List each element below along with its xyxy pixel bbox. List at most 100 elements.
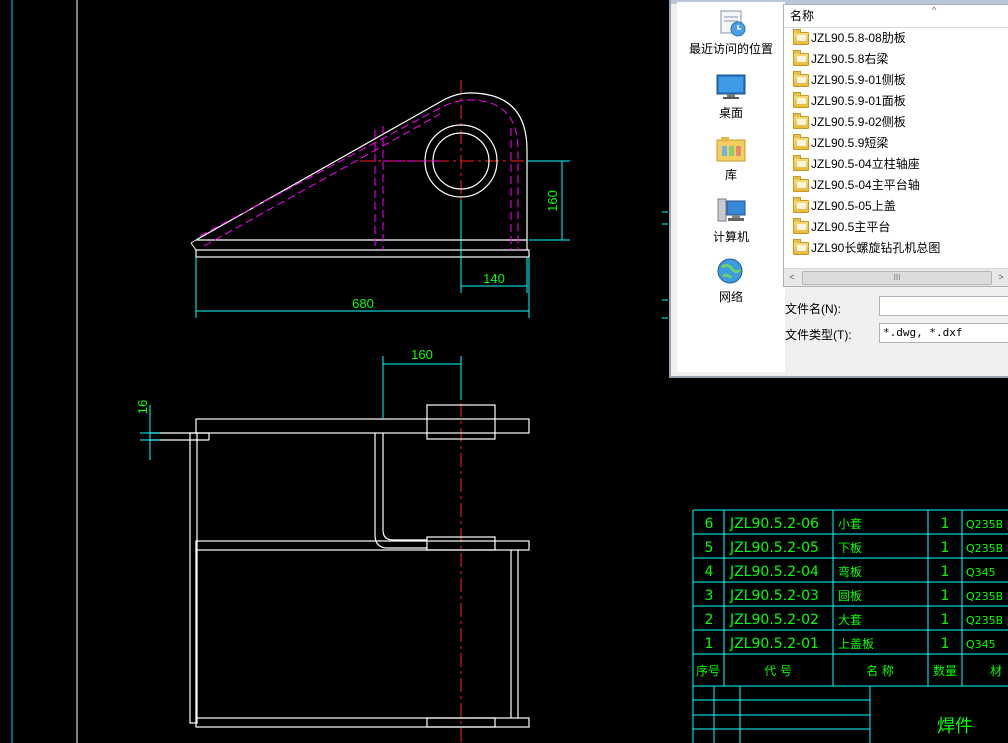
dimension-680: 680 [352, 296, 374, 311]
file-list-item[interactable]: JZL90.5.9短梁 [784, 133, 1008, 154]
file-list-item[interactable]: JZL90.5-04主平台轴 [784, 175, 1008, 196]
place-computer[interactable]: 计算机 [677, 196, 785, 245]
folder-icon [793, 134, 809, 151]
place-label: 库 [724, 168, 737, 182]
dimension-140: 140 [483, 271, 505, 286]
bom-cell-no: 6 [705, 516, 714, 532]
file-name: JZL90.5.9-01面板 [811, 94, 906, 108]
computer-icon [717, 198, 746, 222]
file-list-item[interactable]: JZL90.5.8右梁 [784, 49, 1008, 70]
bom-table [692, 509, 1008, 743]
horizontal-scrollbar[interactable]: < III > [784, 268, 1008, 286]
bom-cell-material: Q345 [966, 566, 996, 579]
recent-places-icon [720, 10, 746, 37]
folder-icon [793, 92, 809, 109]
file-list-item[interactable]: JZL90.5.8-08肋板 [784, 28, 1008, 49]
desktop-icon [716, 74, 746, 99]
file-list-item[interactable]: JZL90.5-05上盖 [784, 196, 1008, 217]
filetype-select[interactable]: *.dwg, *.dxf [879, 323, 1008, 343]
bom-cell-code: JZL90.5.2-03 [729, 588, 819, 604]
bom-cell-no: 1 [705, 636, 714, 652]
bom-cell-no: 5 [705, 540, 714, 556]
folder-icon [793, 71, 809, 88]
sort-ascending-icon: ^ [932, 5, 937, 15]
dimensions-side-view [195, 160, 570, 318]
file-name: JZL90.5-04主平台轴 [811, 178, 920, 192]
place-label: 桌面 [718, 106, 743, 120]
dimensions-front-view [140, 356, 462, 460]
bom-cell-qty: 1 [941, 612, 950, 628]
folder-icon [793, 218, 809, 235]
bom-cell-no: 4 [705, 564, 714, 580]
place-label: 最近访问的位置 [688, 42, 773, 56]
side-view [190, 80, 540, 258]
file-list-item[interactable]: JZL90长螺旋钻孔机总图 [784, 238, 1008, 259]
bom-cell-no: 3 [705, 588, 714, 604]
bom-cell-code: JZL90.5.2-04 [729, 564, 819, 580]
bom-cell-name: 圆板 [838, 589, 862, 603]
folder-icon [793, 50, 809, 67]
file-list-item[interactable]: JZL90.5主平台 [784, 217, 1008, 238]
file-name: JZL90.5.9-01侧板 [811, 73, 906, 87]
network-icon [717, 258, 743, 284]
bom-cell-code: JZL90.5.2-01 [729, 636, 819, 652]
folder-icon [793, 29, 809, 46]
folder-icon [793, 239, 809, 256]
folder-icon [793, 176, 809, 193]
places-bar: 最近访问的位置 桌面 库 计算机 [677, 2, 785, 372]
file-name: JZL90.5.8-08肋板 [811, 31, 906, 45]
bom-cell-qty: 1 [941, 636, 950, 652]
bom-cell-material: Q235B [966, 542, 1003, 555]
filename-input[interactable] [879, 296, 1008, 316]
file-name: JZL90.5主平台 [811, 220, 891, 234]
bom-cell-code: JZL90.5.2-05 [729, 540, 819, 556]
bom-cell-name: 大套 [838, 613, 862, 627]
name-column-header[interactable]: ^ 名称 [784, 5, 1008, 28]
file-rows: JZL90.5.8-08肋板 JZL90.5.8右梁 JZL90.5.9-01侧板 J… [784, 28, 1008, 259]
place-library[interactable]: 库 [677, 134, 785, 183]
bom-cell-name: 小套 [838, 517, 862, 531]
scroll-right-icon[interactable]: > [998, 272, 1004, 282]
title-block-name: 焊件 [937, 716, 973, 737]
folder-icon [793, 113, 809, 130]
dialog-frame [671, 0, 1008, 4]
partial-drawing-marks [662, 211, 668, 319]
file-name: JZL90.5-04立柱轴座 [811, 157, 920, 171]
folder-icon [793, 197, 809, 214]
file-list[interactable]: ^ 名称 JZL90.5.8-08肋板 JZL90.5.8右梁 JZL90.5.9-… [783, 4, 1008, 287]
bom-cell-qty: 1 [941, 540, 950, 556]
bom-cell-name: 弯板 [838, 564, 862, 579]
folder-icon [793, 155, 809, 172]
open-file-dialog: 最近访问的位置 桌面 库 计算机 [669, 0, 1008, 378]
filename-label: 文件名(N): [785, 302, 841, 316]
bom-cell-code: JZL90.5.2-06 [729, 516, 819, 532]
bom-cell-code: JZL90.5.2-02 [729, 612, 819, 628]
library-icon [716, 137, 746, 162]
bom-cell-material: Q235B 无缝 [966, 613, 1008, 627]
bom-header-material: 材 [990, 664, 1002, 678]
bom-cell-name: 上盖板 [838, 637, 874, 651]
column-header-label: 名称 [790, 9, 815, 23]
scroll-thumb[interactable]: III [802, 271, 992, 285]
file-name: JZL90长螺旋钻孔机总图 [811, 241, 941, 255]
bom-cell-qty: 1 [941, 564, 950, 580]
file-list-item[interactable]: JZL90.5-04立柱轴座 [784, 154, 1008, 175]
dimension-16: 16 [135, 400, 150, 414]
place-network[interactable]: 网络 [677, 256, 785, 305]
bom-header-code: 代 号 [764, 664, 792, 678]
place-desktop[interactable]: 桌面 [677, 72, 785, 121]
file-list-item[interactable]: JZL90.5.9-01面板 [784, 91, 1008, 112]
file-name: JZL90.5-05上盖 [811, 199, 896, 213]
filetype-label: 文件类型(T): [785, 328, 852, 342]
place-recent[interactable]: 最近访问的位置 [677, 8, 785, 57]
bom-cell-material: Q235B 无缝 [966, 517, 1008, 531]
scroll-left-icon[interactable]: < [789, 272, 795, 282]
place-label: 网络 [718, 290, 743, 304]
bom-cell-qty: 1 [941, 588, 950, 604]
dimension-160-horizontal: 160 [411, 347, 433, 362]
dimension-160-vertical: 160 [545, 190, 560, 212]
file-list-item[interactable]: JZL90.5.9-01侧板 [784, 70, 1008, 91]
file-list-item[interactable]: JZL90.5.9-02侧板 [784, 112, 1008, 133]
